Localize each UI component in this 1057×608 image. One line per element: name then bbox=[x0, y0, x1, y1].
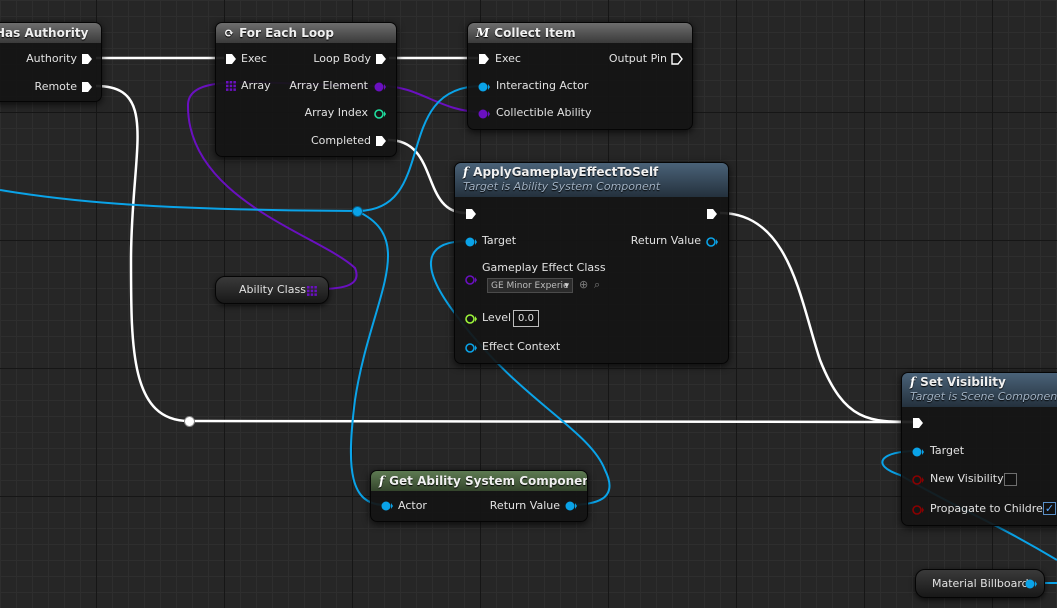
node-title: Get Ability System Component bbox=[389, 474, 588, 488]
wire-obj-long bbox=[0, 189, 358, 212]
wire-exec-apply-out bbox=[719, 211, 918, 424]
node-header[interactable]: M Collect Item bbox=[468, 23, 692, 43]
node-has-authority[interactable]: Has Authority Authority Remote bbox=[0, 22, 102, 102]
propagate-checkbox[interactable]: ✓ bbox=[1043, 502, 1056, 515]
variable-label: Ability Class bbox=[239, 283, 306, 296]
struct-pin-return-value[interactable] bbox=[706, 237, 718, 247]
node-title: Has Authority bbox=[0, 26, 89, 40]
pin-label-new-visibility: New Visibility bbox=[930, 472, 1004, 485]
struct-pin-effect-context[interactable] bbox=[465, 343, 477, 353]
node-apply-gameplay-effect[interactable]: f ApplyGameplayEffectToSelf Target is Abi… bbox=[454, 162, 729, 364]
function-icon: f bbox=[463, 165, 469, 179]
float-pin-level[interactable] bbox=[465, 314, 477, 324]
gameplay-effect-class-dropdown[interactable]: GE Minor Experie▾ bbox=[487, 278, 573, 293]
node-header[interactable]: f Set Visibility Target is Scene Componen… bbox=[902, 373, 1057, 407]
exec-pin-completed[interactable] bbox=[375, 135, 387, 147]
object-pin-actor[interactable] bbox=[381, 501, 393, 511]
node-header[interactable]: ⟳ For Each Loop bbox=[216, 23, 396, 43]
dropdown-value: GE Minor Experie bbox=[491, 281, 569, 291]
use-selected-icon[interactable]: ⊕ bbox=[579, 278, 589, 291]
pin-label-return-value: Return Value bbox=[489, 499, 560, 512]
pin-label-propagate: Propagate to Children bbox=[930, 502, 1050, 515]
pin-label-actor: Actor bbox=[398, 499, 427, 512]
node-ability-class-variable[interactable]: Ability Class bbox=[215, 276, 329, 304]
level-input[interactable]: 0.0 bbox=[513, 310, 539, 327]
loop-icon: ⟳ bbox=[224, 26, 235, 40]
pin-label-collectible-ability: Collectible Ability bbox=[496, 106, 592, 119]
node-header[interactable]: f ApplyGameplayEffectToSelf Target is Abi… bbox=[455, 163, 728, 197]
pin-label-remote: Remote bbox=[34, 80, 77, 93]
node-header[interactable]: f Get Ability System Component bbox=[371, 471, 587, 491]
bool-pin-new-visibility[interactable] bbox=[912, 475, 924, 485]
pin-label-target: Target bbox=[482, 234, 517, 247]
node-material-billboard-variable[interactable]: Material Billboard bbox=[915, 569, 1045, 598]
class-pin-array-element[interactable] bbox=[374, 82, 386, 92]
node-for-each-loop[interactable]: ⟳ For Each Loop Exec Loop Body Array Arra… bbox=[215, 22, 397, 157]
int-pin-array-index[interactable] bbox=[374, 109, 386, 119]
exec-pin-in[interactable] bbox=[225, 53, 237, 65]
function-icon: f bbox=[910, 375, 916, 389]
function-icon: f bbox=[379, 474, 385, 488]
node-header[interactable]: Has Authority bbox=[0, 23, 101, 43]
macro-icon: M bbox=[476, 26, 490, 40]
node-get-ability-system-component[interactable]: f Get Ability System Component Actor Retu… bbox=[370, 470, 588, 522]
reroute-node-exec[interactable] bbox=[184, 416, 195, 427]
exec-pin-authority[interactable] bbox=[81, 53, 93, 65]
node-set-visibility[interactable]: f Set Visibility Target is Scene Componen… bbox=[901, 372, 1057, 526]
pin-label-interacting-actor: Interacting Actor bbox=[496, 79, 589, 92]
pin-label-exec: Exec bbox=[241, 52, 267, 65]
node-title: ApplyGameplayEffectToSelf bbox=[473, 165, 659, 179]
exec-pin-loop-body[interactable] bbox=[375, 53, 387, 65]
chevron-down-icon: ▾ bbox=[564, 281, 569, 291]
pin-label-authority: Authority bbox=[26, 52, 77, 65]
reroute-node-object[interactable] bbox=[352, 206, 363, 217]
variable-label: Material Billboard bbox=[932, 577, 1029, 590]
pin-label-array-index: Array Index bbox=[304, 106, 368, 119]
exec-pin-in[interactable] bbox=[478, 53, 490, 65]
node-collect-item[interactable]: M Collect Item Exec Output Pin Interactin… bbox=[467, 22, 693, 130]
pin-label-target: Target bbox=[930, 444, 965, 457]
exec-pin-in[interactable] bbox=[465, 208, 477, 220]
pin-label-gameplay-effect-class: Gameplay Effect Class bbox=[482, 261, 606, 274]
bool-pin-propagate[interactable] bbox=[912, 505, 924, 515]
pin-label-completed: Completed bbox=[311, 134, 371, 147]
new-visibility-checkbox[interactable] bbox=[1004, 473, 1017, 486]
class-pin-collectible-ability[interactable] bbox=[478, 109, 490, 119]
exec-pin-out[interactable] bbox=[706, 208, 718, 220]
node-title: For Each Loop bbox=[239, 26, 334, 40]
node-subtitle: Target is Scene Component bbox=[910, 390, 1057, 403]
pin-label-array: Array bbox=[241, 79, 271, 92]
exec-pin-remote[interactable] bbox=[81, 81, 93, 93]
pin-label-level: Level bbox=[482, 311, 512, 324]
pin-label-return-value: Return Value bbox=[630, 234, 701, 247]
object-pin-material-billboard[interactable] bbox=[1025, 579, 1037, 589]
node-subtitle: Target is Ability System Component bbox=[463, 180, 661, 193]
array-pin-icon[interactable] bbox=[307, 286, 317, 296]
pin-label-effect-context: Effect Context bbox=[482, 340, 561, 353]
browse-icon[interactable]: ⌕ bbox=[594, 278, 601, 291]
object-pin-target[interactable] bbox=[465, 237, 477, 247]
exec-pin-in[interactable] bbox=[912, 417, 924, 429]
array-pin-icon[interactable] bbox=[226, 81, 236, 91]
pin-label-exec: Exec bbox=[495, 52, 521, 65]
pin-label-output-pin: Output Pin bbox=[608, 52, 667, 65]
object-pin-interacting-actor[interactable] bbox=[478, 82, 490, 92]
wire-obj-actor bbox=[349, 210, 390, 506]
pin-label-array-element: Array Element bbox=[289, 79, 368, 92]
pin-label-loop-body: Loop Body bbox=[313, 52, 371, 65]
node-title: Collect Item bbox=[494, 26, 576, 40]
exec-pin-output[interactable] bbox=[671, 53, 683, 65]
object-pin-return-value[interactable] bbox=[565, 501, 577, 511]
node-title: Set Visibility bbox=[920, 375, 1006, 389]
class-pin-gameplay-effect-class[interactable] bbox=[465, 275, 477, 285]
object-pin-target[interactable] bbox=[912, 447, 924, 457]
